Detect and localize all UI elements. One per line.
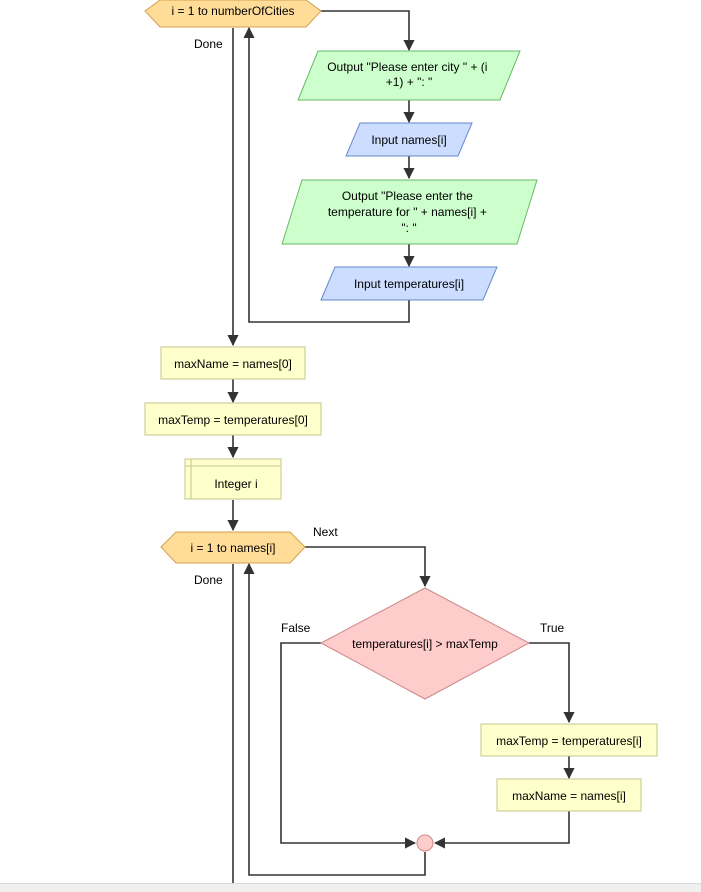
- loop2-header-label: i = 1 to names[i]: [190, 541, 275, 555]
- declare-i-node[interactable]: Integer i: [184, 458, 282, 500]
- decision-false-label: False: [281, 621, 311, 635]
- edge-true-join: [433, 811, 570, 849]
- output-enter-temperature-line: Output "Please enter the: [342, 189, 473, 203]
- loop2-header-node[interactable]: i = 1 to names[i]: [160, 531, 306, 564]
- assign-max-name-node[interactable]: maxName = names[0]: [160, 346, 306, 380]
- edge-loop2-back: [243, 562, 426, 876]
- input-names-node[interactable]: Input names[i]: [345, 122, 473, 157]
- assign-max-temp-node[interactable]: maxTemp = temperatures[0]: [144, 402, 322, 436]
- assign-max-temp-text: maxTemp = temperatures[0]: [158, 413, 308, 427]
- decision-condition-text: temperatures[i] > maxTemp: [352, 637, 498, 651]
- output-enter-temperature-line: ": ": [401, 221, 416, 235]
- join-node[interactable]: [416, 834, 434, 852]
- output-enter-city-line: +1) + ": ": [386, 75, 433, 89]
- declare-i-text: Integer i: [214, 477, 257, 491]
- output-enter-temperature-text: Output "Please enter the temperature for…: [328, 189, 490, 235]
- assign-max-temp-i-node[interactable]: maxTemp = temperatures[i]: [480, 723, 658, 757]
- edge-loop2-next: [305, 546, 431, 588]
- edge-decision-true: [529, 642, 575, 724]
- connectors: [227, 10, 575, 883]
- loop2-next-label: Next: [313, 525, 338, 539]
- output-enter-city-line: Output "Please enter city " + (i: [327, 60, 487, 74]
- edge-loop1-next: [321, 10, 415, 52]
- input-temperatures-node[interactable]: Input temperatures[i]: [320, 266, 498, 301]
- input-names-text: Input names[i]: [371, 133, 446, 147]
- assign-max-name-i-text: maxName = names[i]: [512, 789, 626, 803]
- loop1-done-label: Done: [194, 37, 223, 51]
- edge-decision-false: [280, 642, 417, 849]
- loop1-header-label: i = 1 to numberOfCities: [171, 4, 294, 18]
- edge-loop1-back: [243, 26, 410, 323]
- loop1-header-node[interactable]: i = 1 to numberOfCities: [144, 0, 322, 28]
- output-enter-city-node[interactable]: Output "Please enter city " + (i +1) + "…: [297, 50, 521, 101]
- input-temperatures-text: Input temperatures[i]: [354, 277, 464, 291]
- output-enter-city-text: Output "Please enter city " + (i +1) + "…: [327, 60, 491, 89]
- assign-max-name-i-node[interactable]: maxName = names[i]: [496, 778, 642, 812]
- decision-temperature-node[interactable]: temperatures[i] > maxTemp: [319, 587, 531, 700]
- assign-max-name-text: maxName = names[0]: [174, 357, 292, 371]
- horizontal-scrollbar[interactable]: [0, 883, 701, 892]
- assign-max-temp-i-text: maxTemp = temperatures[i]: [496, 734, 642, 748]
- loop2-done-label: Done: [194, 573, 223, 587]
- decision-true-label: True: [540, 621, 565, 635]
- output-enter-temperature-node[interactable]: Output "Please enter the temperature for…: [281, 179, 538, 245]
- output-enter-temperature-line: temperature for " + names[i] +: [328, 205, 487, 219]
